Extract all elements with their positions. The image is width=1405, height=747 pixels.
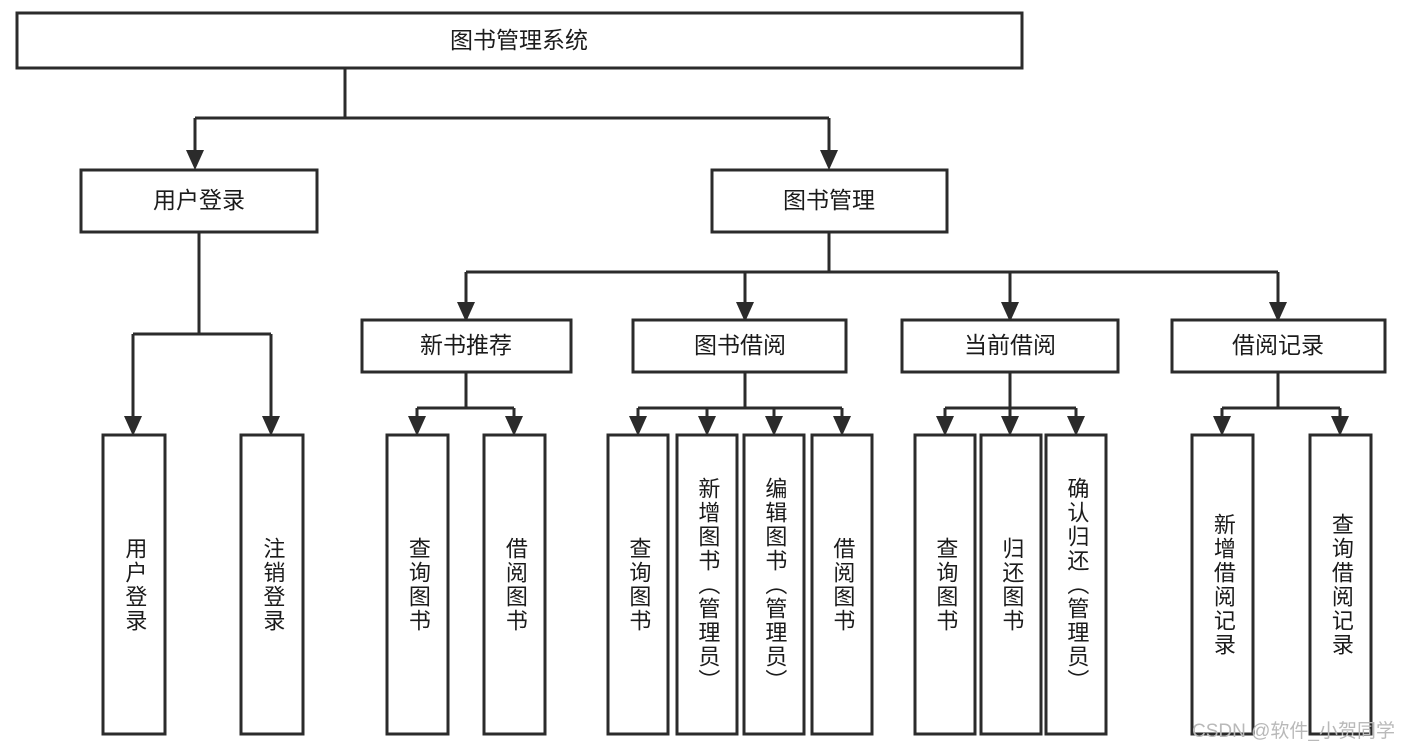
- arrowhead-user-login-leaf-0: [124, 416, 142, 436]
- arrowhead-book-borrow-leaf-3: [833, 416, 851, 436]
- node-borrow-record-box[interactable]: [1170, 318, 1387, 374]
- arrowhead-book-borrow: [736, 302, 754, 322]
- arrowhead-new-book-rec-leaf-0: [408, 416, 426, 436]
- node-root-box[interactable]: [15, 11, 1024, 70]
- node-new-book-rec-box[interactable]: [360, 318, 573, 374]
- arrowhead-current-borrow: [1001, 302, 1019, 322]
- arrowhead-borrow-record: [1269, 302, 1287, 322]
- node-current-borrow-label: 当前借阅: [964, 332, 1056, 358]
- leaf-box-book-borrow-0[interactable]: [606, 433, 670, 736]
- node-root-label: 图书管理系统: [450, 27, 588, 53]
- leaf-box-current-borrow-0[interactable]: [913, 433, 977, 736]
- arrowhead-user-login-leaf-1: [262, 416, 280, 436]
- leaf-box-book-borrow-2[interactable]: [742, 433, 806, 736]
- connector-layer: [124, 68, 1349, 436]
- node-new-book-rec-label: 新书推荐: [420, 332, 512, 358]
- leaf-box-user-login-1[interactable]: [239, 433, 305, 736]
- arrowhead-book-borrow-leaf-2: [765, 416, 783, 436]
- arrowhead-borrow-record-leaf-1: [1331, 416, 1349, 436]
- arrowhead-book-borrow-leaf-0: [629, 416, 647, 436]
- arrowhead-user-login: [186, 150, 204, 170]
- leaf-box-current-borrow-2[interactable]: [1044, 433, 1108, 736]
- csdn-watermark: CSDN @软件_小贺同学: [1192, 721, 1395, 742]
- arrowhead-current-borrow-leaf-2: [1067, 416, 1085, 436]
- node-book-borrow-box[interactable]: [631, 318, 848, 374]
- arrowhead-book-borrow-leaf-1: [698, 416, 716, 436]
- leaf-box-new-book-rec-1[interactable]: [482, 433, 547, 736]
- leaf-box-book-borrow-1[interactable]: [675, 433, 739, 736]
- node-user-login-box[interactable]: [79, 168, 319, 234]
- node-current-borrow-box[interactable]: [900, 318, 1120, 374]
- leaf-box-book-borrow-3[interactable]: [810, 433, 874, 736]
- leaf-box-borrow-record-1[interactable]: [1308, 433, 1373, 736]
- leaf-box-borrow-record-0[interactable]: [1190, 433, 1255, 736]
- node-borrow-record-label: 借阅记录: [1232, 332, 1324, 358]
- arrowhead-borrow-record-leaf-0: [1213, 416, 1231, 436]
- leaf-box-user-login-0[interactable]: [101, 433, 167, 736]
- arrowhead-book-manage: [820, 150, 838, 170]
- node-book-borrow-label: 图书借阅: [694, 332, 786, 358]
- node-book-manage-label: 图书管理: [783, 187, 875, 213]
- arrowhead-new-book-rec: [457, 302, 475, 322]
- arrowhead-current-borrow-leaf-1: [1001, 416, 1019, 436]
- node-user-login-label: 用户登录: [153, 187, 245, 213]
- leaf-box-new-book-rec-0[interactable]: [385, 433, 450, 736]
- node-layer: 图书管理系统 用户登录 图书管理 新书推荐 图书借阅 当前借阅 借阅记录: [15, 11, 1387, 736]
- leaf-box-current-borrow-1[interactable]: [979, 433, 1043, 736]
- arrowhead-current-borrow-leaf-0: [936, 416, 954, 436]
- node-book-manage-box[interactable]: [710, 168, 949, 234]
- arrowhead-new-book-rec-leaf-1: [505, 416, 523, 436]
